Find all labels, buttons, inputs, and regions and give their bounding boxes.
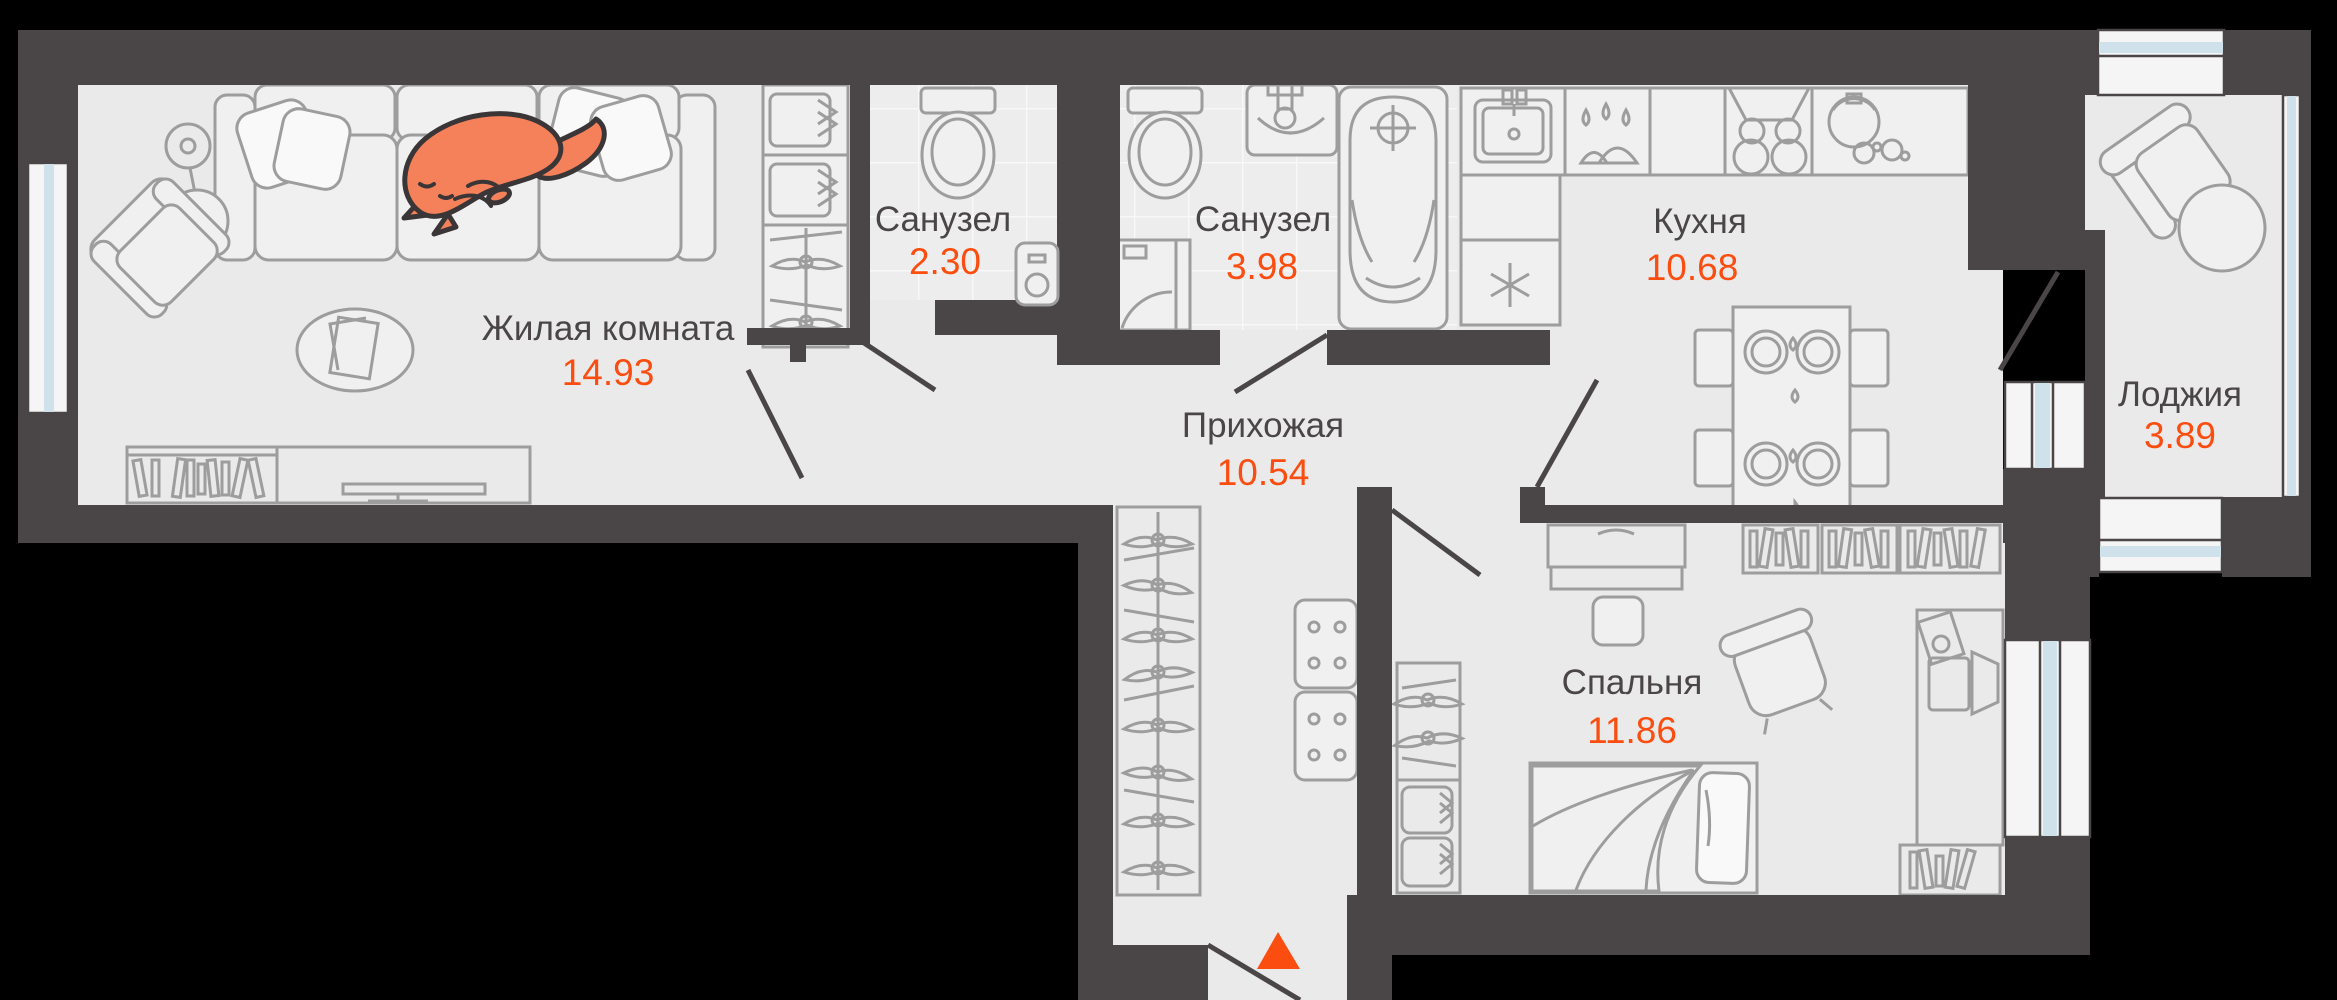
- kettle-icon: [1827, 92, 1911, 165]
- bedroom-label: Спальня: [1562, 663, 1703, 702]
- entrance-marker: [1257, 932, 1300, 969]
- bathtub: [1337, 85, 1449, 331]
- bathroom-1-door-gap: [870, 300, 935, 335]
- cat: [401, 111, 607, 237]
- stove: [1726, 86, 1812, 176]
- bedroom-doorway-floor: [1392, 505, 1520, 523]
- loggia-bottom-window: [2097, 496, 2224, 574]
- dishwasher-icon: [1578, 100, 1640, 165]
- hallway-area: 10.54: [1217, 452, 1310, 493]
- kitchen-door-swing: [1534, 378, 1600, 489]
- bathroom-2-label: Санузел: [1195, 200, 1331, 239]
- bathroom-2-door-swing: [1233, 332, 1329, 395]
- corridor-wardrobe: [1115, 505, 1202, 897]
- kitchen-sink: [1473, 88, 1553, 164]
- living-room-window: [26, 161, 70, 415]
- washing-machine: [1116, 238, 1192, 332]
- bedroom-door-swing: [1390, 507, 1482, 578]
- balcony-door: [2003, 380, 2087, 471]
- room-labels: Жилая комната 14.93 Санузел 2.30 Санузел…: [482, 200, 2242, 751]
- tv-console: [275, 445, 532, 505]
- toilet-2: [1126, 86, 1204, 200]
- nightstand: [1591, 595, 1645, 647]
- coffee-table: [295, 307, 415, 393]
- walls: [18, 30, 2311, 1000]
- living-wardrobe: [761, 83, 850, 349]
- sink-2: [1245, 83, 1339, 157]
- loggia-area: 3.89: [2144, 415, 2216, 456]
- entrance-door-swing: [1206, 942, 1302, 1000]
- bookshelf: [125, 445, 279, 505]
- bathroom-2-area: 3.98: [1226, 246, 1298, 287]
- loggia-top-window: [2096, 28, 2226, 97]
- living-room-label: Жилая комната: [482, 309, 735, 348]
- hallway-label: Прихожая: [1182, 406, 1344, 445]
- bedroom-shelves: [1741, 523, 2002, 897]
- bedroom-area: 11.86: [1587, 710, 1677, 751]
- door-swings: [745, 270, 2061, 1000]
- bedroom-wardrobe: [1392, 661, 1465, 895]
- bedroom-window: [2003, 638, 2092, 839]
- bathroom-1-label: Санузел: [875, 200, 1011, 239]
- loggia-table: [2177, 183, 2267, 273]
- windows: [26, 28, 2302, 839]
- kitchen-area: 10.68: [1646, 247, 1739, 288]
- kitchen-table: [1693, 305, 1890, 510]
- bathroom-1-area: 2.30: [909, 241, 981, 282]
- bed: [1528, 761, 1759, 895]
- loggia-side-glazing: [2281, 93, 2302, 499]
- living-room-area: 14.93: [562, 352, 655, 393]
- desk-chair: [1718, 607, 1834, 735]
- armchair: [89, 177, 231, 319]
- kitchen-label: Кухня: [1653, 202, 1747, 241]
- living-room-door-swing: [745, 368, 805, 480]
- fridge-asterisk-icon: [1490, 263, 1530, 307]
- balcony-door-swing: [1997, 270, 2061, 372]
- bathroom-1-door-swing: [850, 332, 937, 393]
- loggia-label: Лоджия: [2118, 375, 2242, 414]
- water-heater: [1014, 241, 1060, 307]
- bedroom-dresser-tv: [1546, 523, 1687, 591]
- toilet-1: [919, 86, 997, 200]
